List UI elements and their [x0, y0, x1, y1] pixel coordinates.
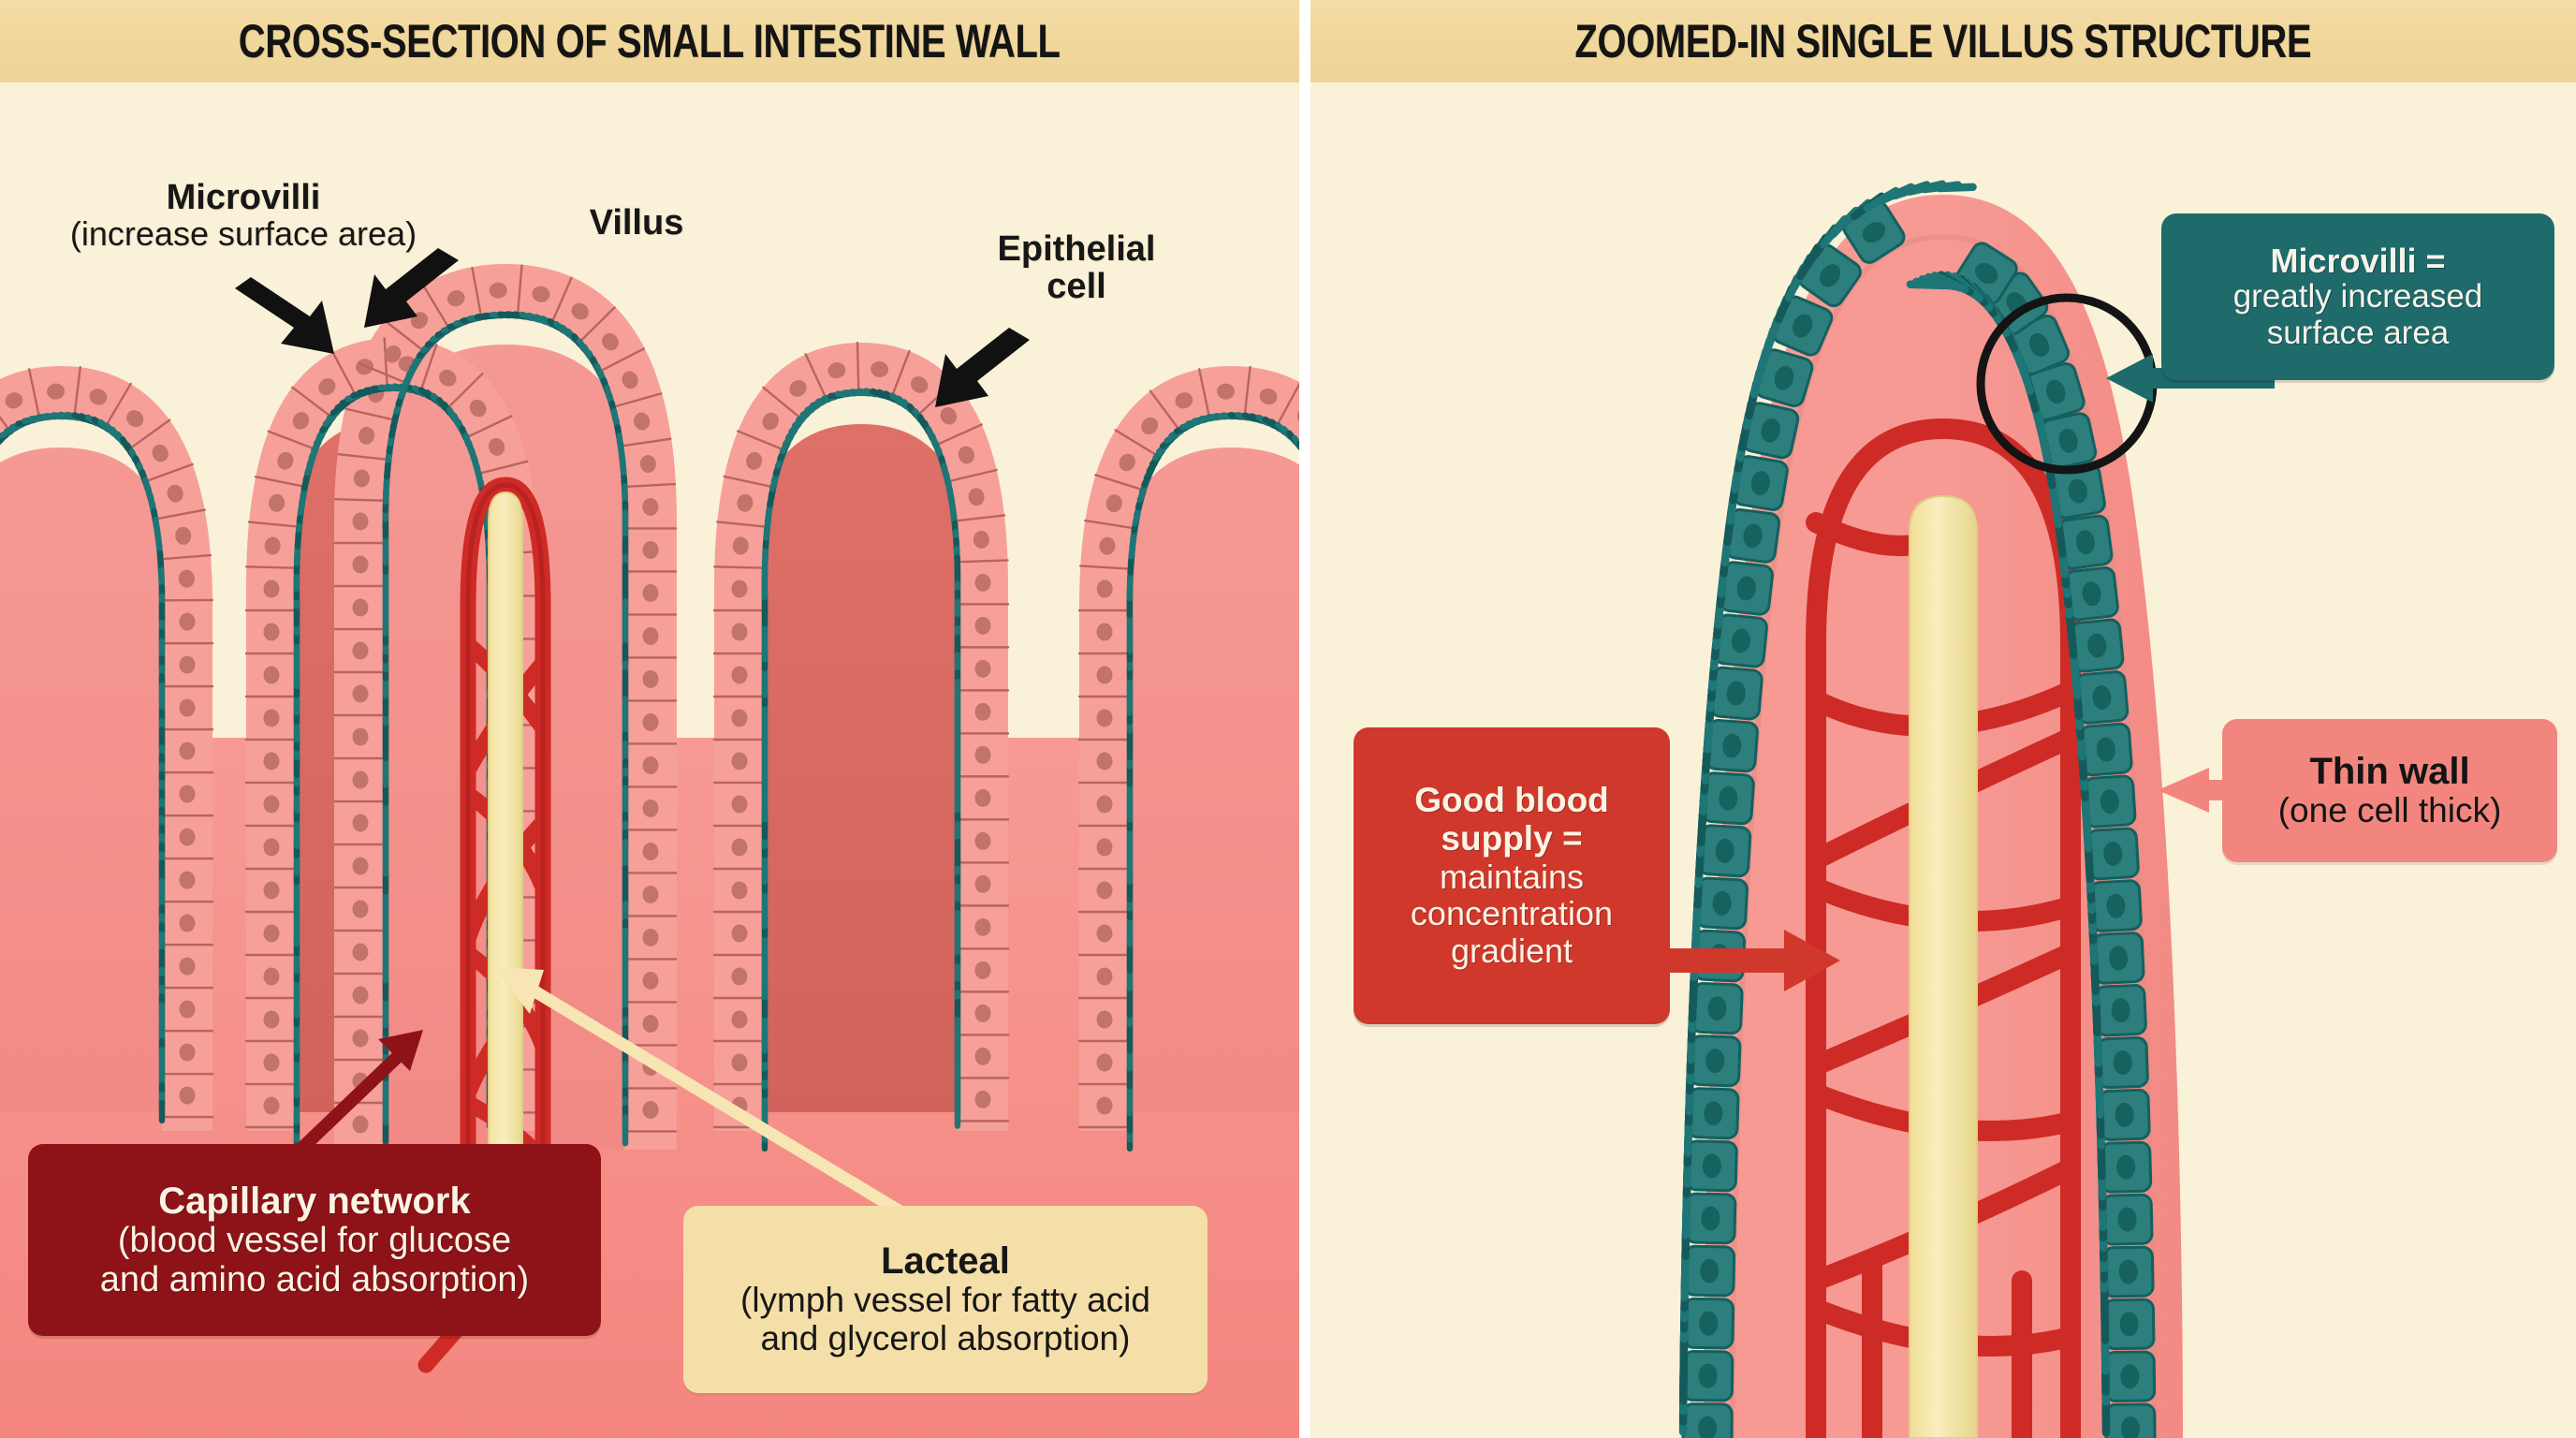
callout-microvilli-surface-area[interactable]: Microvilli = greatly increased surface a… [2161, 213, 2554, 380]
villus-core-4 [749, 424, 973, 1112]
callout-microvilli-line1: Microvilli = [2270, 242, 2445, 280]
callout-microvilli-line3: surface area [2267, 315, 2450, 352]
label-microvilli-title: Microvilli [42, 179, 445, 216]
label-microvilli-sub: (increase surface area) [42, 216, 445, 252]
left-panel-title: CROSS-SECTION OF SMALL INTESTINE WALL [239, 14, 1061, 68]
callout-microvilli-line2: greatly increased [2233, 279, 2483, 315]
callout-blood-line3: maintains [1440, 858, 1584, 896]
callout-capillary-line3: and amino acid absorption) [100, 1261, 529, 1300]
callout-thinwall-line2: (one cell thick) [2278, 792, 2502, 830]
villus-core-5 [1114, 448, 1299, 1112]
panel-divider [1299, 0, 1310, 1438]
callout-blood-line1: Good blood [1414, 782, 1609, 820]
right-panel-header: ZOOMED-IN SINGLE VILLUS STRUCTURE [1310, 0, 2576, 82]
left-panel-header: CROSS-SECTION OF SMALL INTESTINE WALL [0, 0, 1299, 82]
lacteal-vessel-right [1910, 496, 1977, 1438]
callout-capillary-line2: (blood vessel for glucose [118, 1222, 511, 1261]
callout-capillary-line1: Capillary network [158, 1181, 470, 1222]
label-microvilli: Microvilli (increase surface area) [42, 179, 445, 252]
callout-blood-line2: supply = [1441, 820, 1582, 858]
villus-core-1 [0, 448, 178, 1112]
callout-lacteal-line2: (lymph vessel for fatty acid [740, 1282, 1150, 1320]
callout-lacteal-line3: and glycerol absorption) [761, 1320, 1131, 1358]
label-epithelial-line1: Epithelial [964, 230, 1189, 268]
label-villus: Villus [529, 204, 744, 242]
callout-blood-line4: concentration [1411, 895, 1613, 932]
label-epithelial-line2: cell [964, 268, 1189, 305]
callout-good-blood-supply[interactable]: Good blood supply = maintains concentrat… [1354, 727, 1670, 1024]
callout-capillary-network[interactable]: Capillary network (blood vessel for gluc… [28, 1144, 601, 1336]
callout-thinwall-line1: Thin wall [2309, 751, 2469, 792]
callout-blood-line5: gradient [1451, 932, 1573, 970]
label-epithelial-cell: Epithelial cell [964, 230, 1189, 306]
right-panel-title: ZOOMED-IN SINGLE VILLUS STRUCTURE [1575, 14, 2312, 68]
label-villus-title: Villus [529, 204, 744, 242]
callout-lacteal-line1: Lacteal [881, 1240, 1010, 1282]
callout-thin-wall[interactable]: Thin wall (one cell thick) [2222, 719, 2557, 862]
callout-lacteal[interactable]: Lacteal (lymph vessel for fatty acid and… [683, 1206, 1208, 1393]
